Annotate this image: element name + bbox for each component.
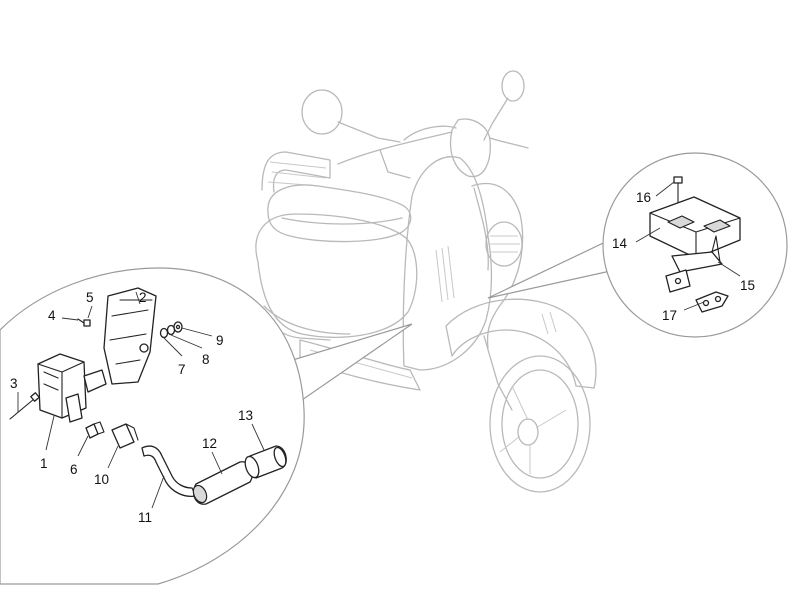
callout-9: 9: [216, 333, 224, 348]
part-3-bolt: [9, 392, 40, 420]
part-17-plate: [695, 291, 729, 313]
callout-2: 2: [139, 290, 147, 305]
seat: [267, 184, 412, 243]
callout-14: 14: [612, 236, 628, 251]
callout-16: 16: [636, 190, 651, 205]
part-2-bracket: [103, 287, 157, 385]
scooter-outline: [255, 70, 597, 493]
callout-15: 15: [740, 278, 755, 293]
handlebar-left: [337, 131, 453, 165]
part-7-washer: [159, 327, 169, 339]
part-5-nut: [83, 319, 91, 327]
front-wheel: [489, 355, 591, 493]
left-mirror: [301, 89, 343, 135]
callout-13: 13: [238, 408, 253, 423]
right-mirror-stem: [483, 97, 509, 141]
part-9-nut: [173, 321, 183, 333]
callout-1: 1: [40, 456, 48, 471]
callout-6: 6: [70, 462, 78, 477]
brake-lever: [379, 149, 411, 179]
part-13-sleeve: [244, 445, 287, 479]
part-10-spark-plug-cap: [111, 423, 139, 449]
front-mudguard: [445, 298, 597, 389]
front-panel: [471, 182, 524, 349]
lower-zoom-circle: [0, 267, 305, 585]
left-mirror-stem: [337, 121, 401, 143]
part-4-screw: [77, 318, 85, 324]
callout-3: 3: [10, 376, 18, 391]
callout-10: 10: [94, 472, 109, 487]
part-1-ignition-coil: [37, 353, 107, 423]
callout-labels: 1 2 3 4 5 6 7 8 9 10 11 12 13 14 15 16 1…: [10, 190, 755, 525]
callout-17: 17: [662, 308, 677, 323]
front-fork: [483, 335, 513, 411]
callout-7: 7: [178, 362, 186, 377]
right-mirror: [501, 70, 525, 102]
handlebar-cover: [403, 125, 457, 141]
callout-4: 4: [48, 308, 56, 323]
handlebar-right: [489, 137, 529, 149]
callout-8: 8: [202, 352, 210, 367]
rear-rack: [261, 151, 331, 193]
headlamp: [449, 118, 491, 178]
callout-11: 11: [138, 510, 152, 525]
lower-zoom-bubble: [0, 267, 413, 585]
callout-12: 12: [202, 436, 217, 451]
part-6-connector: [85, 421, 105, 439]
horn-grille: [485, 221, 523, 267]
upper-zoom-bubble: [487, 152, 788, 338]
callout-5: 5: [86, 290, 94, 305]
rear-body: [255, 213, 418, 338]
lower-zoom-pointer: [285, 323, 413, 401]
part-15-bracket: [665, 235, 723, 293]
leader-lines: [17, 181, 741, 509]
